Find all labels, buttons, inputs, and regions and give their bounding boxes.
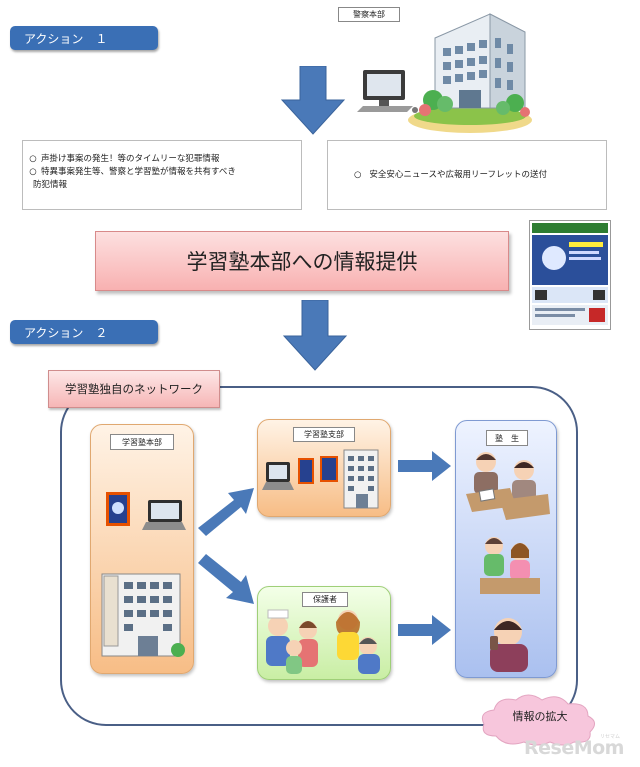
info-item-text: 防犯情報 <box>33 180 68 190</box>
down-arrow-1 <box>280 66 346 135</box>
police-hq-text: 警察本部 <box>353 10 385 19</box>
info-item: ○ 特異事案発生等、警察と学習塾が情報を共有すべき <box>25 166 295 179</box>
action-1-text: アクション １ <box>24 31 108 46</box>
police-hq-label: 警察本部 <box>338 7 400 22</box>
guardians-label: 保護者 <box>302 592 348 607</box>
arrow-branch-to-students <box>398 451 451 481</box>
hq-label: 学習塾本部 <box>110 434 174 450</box>
branch-label-text: 学習塾支部 <box>304 430 344 439</box>
bullet: ○ <box>29 167 37 177</box>
watermark-text: ReseMom <box>524 737 624 759</box>
students-label-text: 塾 生 <box>495 433 519 443</box>
network-label-text: 学習塾独自のネットワーク <box>65 382 203 396</box>
arrow-hq-to-branch <box>198 488 254 536</box>
info-provision-banner: 学習塾本部への情報提供 <box>95 231 509 291</box>
down-arrow-2 <box>282 300 348 371</box>
network-frame <box>60 386 578 726</box>
guardians-label-text: 保護者 <box>313 595 337 604</box>
cloud-text: 情報の拡大 <box>512 710 568 723</box>
guardians-illustration <box>266 609 380 674</box>
info-expansion-text: 情報の拡大 <box>500 708 580 724</box>
hq-illustration <box>101 492 186 657</box>
hq-label-text: 学習塾本部 <box>122 437 162 447</box>
students-label: 塾 生 <box>486 430 528 446</box>
action-2-label: アクション ２ <box>10 320 158 344</box>
banner-text: 学習塾本部への情報提供 <box>186 250 418 274</box>
info-item: 防犯情報 <box>25 179 295 192</box>
students-illustration <box>466 452 550 672</box>
resemom-watermark: ReseMom <box>524 737 624 759</box>
resemom-ruby: リセマム <box>600 733 620 740</box>
network-label: 学習塾独自のネットワーク <box>48 370 220 408</box>
leaflet-thumbnail <box>529 220 611 330</box>
arrow-hq-to-guardians <box>198 554 254 604</box>
watermark-ruby-text: リセマム <box>600 734 621 740</box>
info-right-text: 安全安心ニュースや広報用リーフレットの送付 <box>369 169 547 180</box>
branch-illustration <box>262 449 379 509</box>
info-item: ○ 声掛け事案の発生！等のタイムリーな犯罪情報 <box>25 153 295 166</box>
info-expansion-cloud <box>481 694 595 746</box>
bullet: ○ <box>29 154 37 164</box>
branch-label: 学習塾支部 <box>293 427 355 442</box>
info-box-newsletter: ○ 安全安心ニュースや広報用リーフレットの送付 <box>327 140 607 210</box>
action-1-label: アクション １ <box>10 26 158 50</box>
bullet: ○ <box>354 169 362 180</box>
arrow-guardians-to-students <box>398 615 451 645</box>
info-item-text: 特異事案発生等、警察と学習塾が情報を共有すべき <box>41 167 236 177</box>
info-item-text: 声掛け事案の発生！等のタイムリーな犯罪情報 <box>41 154 220 164</box>
police-building-illustration <box>357 13 532 133</box>
info-box-crime-info: ○ 声掛け事案の発生！等のタイムリーな犯罪情報 ○ 特異事案発生等、警察と学習塾… <box>22 140 302 210</box>
action-2-text: アクション ２ <box>24 325 108 340</box>
